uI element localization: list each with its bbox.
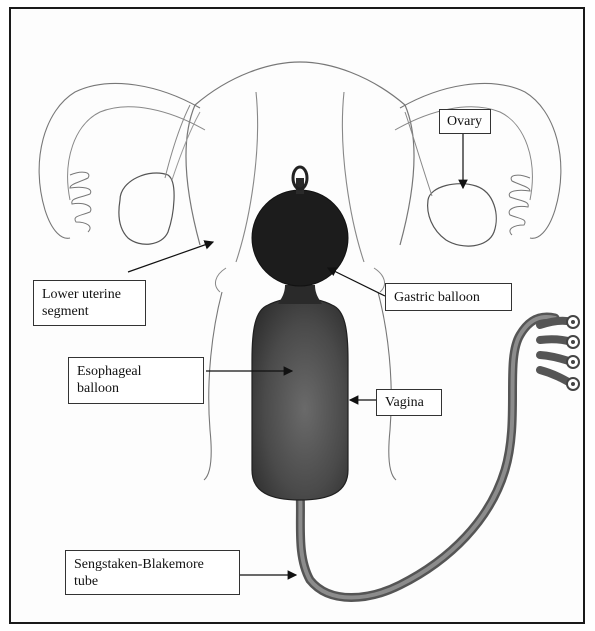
right-fallopian-tube	[400, 83, 561, 238]
right-fimbriae	[509, 175, 530, 235]
label-sb-tube: Sengstaken-Blakemore tube	[65, 550, 240, 595]
label-ovary-text: Ovary	[447, 113, 483, 130]
label-sb-tube-line2: tube	[74, 573, 231, 590]
label-gastric-balloon: Gastric balloon	[385, 283, 512, 311]
label-esophageal-line2: balloon	[77, 380, 195, 397]
sb-tube-ports	[540, 316, 579, 390]
label-vagina: Vagina	[376, 389, 442, 416]
label-gastric-balloon-text: Gastric balloon	[394, 289, 503, 306]
gastric-balloon	[252, 190, 348, 286]
label-lower-uterine-line2: segment	[42, 303, 137, 320]
label-vagina-text: Vagina	[385, 394, 433, 411]
label-lower-uterine-line1: Lower uterine	[42, 286, 137, 303]
label-sb-tube-line1: Sengstaken-Blakemore	[74, 556, 231, 573]
esophageal-balloon	[252, 298, 348, 500]
arrow-lower-uterine-segment	[128, 242, 213, 272]
left-fallopian-tube	[39, 83, 200, 238]
vaginal-wall-right	[378, 292, 396, 480]
arrow-gastric-balloon	[328, 268, 385, 296]
right-ovary	[428, 184, 497, 246]
label-ovary: Ovary	[439, 109, 491, 134]
label-esophageal-line1: Esophageal	[77, 363, 195, 380]
left-fimbriae	[70, 172, 91, 232]
label-esophageal-balloon: Esophageal balloon	[68, 357, 204, 404]
vaginal-wall-left	[204, 292, 222, 480]
label-lower-uterine-segment: Lower uterine segment	[33, 280, 146, 326]
left-ovary	[119, 173, 174, 244]
